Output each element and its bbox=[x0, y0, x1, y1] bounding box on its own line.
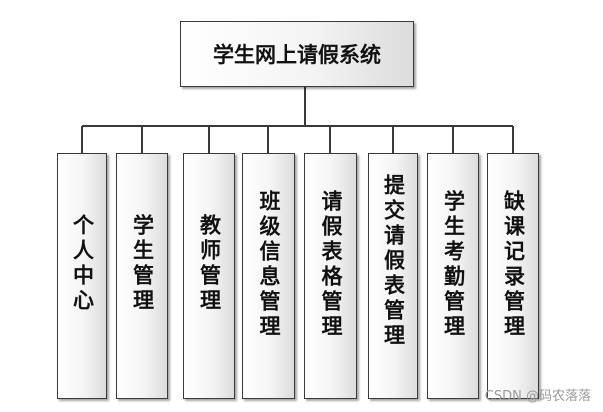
module-attendance-management: 学生考勤管理 bbox=[427, 153, 479, 399]
module-personal-center: 个人中心 bbox=[57, 153, 107, 399]
module-label: 教师管理 bbox=[197, 214, 222, 314]
module-absence-record-management: 缺课记录管理 bbox=[487, 153, 539, 399]
module-label: 学生管理 bbox=[130, 214, 155, 314]
module-label: 提交请假表管理 bbox=[381, 174, 406, 349]
watermark: CSDN @码农落落 bbox=[484, 389, 591, 404]
module-label: 班级信息管理 bbox=[257, 190, 281, 340]
module-leave-form-management: 请假表格管理 bbox=[304, 153, 357, 399]
module-label: 请假表格管理 bbox=[319, 190, 343, 340]
module-student-management: 学生管理 bbox=[116, 153, 168, 399]
module-class-info-management: 班级信息管理 bbox=[242, 153, 295, 399]
module-label: 学生考勤管理 bbox=[441, 190, 466, 340]
module-label: 缺课记录管理 bbox=[501, 190, 526, 340]
root-label: 学生网上请假系统 bbox=[213, 43, 381, 67]
module-label: 个人中心 bbox=[70, 214, 95, 314]
module-teacher-management: 教师管理 bbox=[183, 153, 235, 399]
root-node: 学生网上请假系统 bbox=[180, 21, 414, 87]
module-submit-leave-management: 提交请假表管理 bbox=[368, 153, 418, 399]
